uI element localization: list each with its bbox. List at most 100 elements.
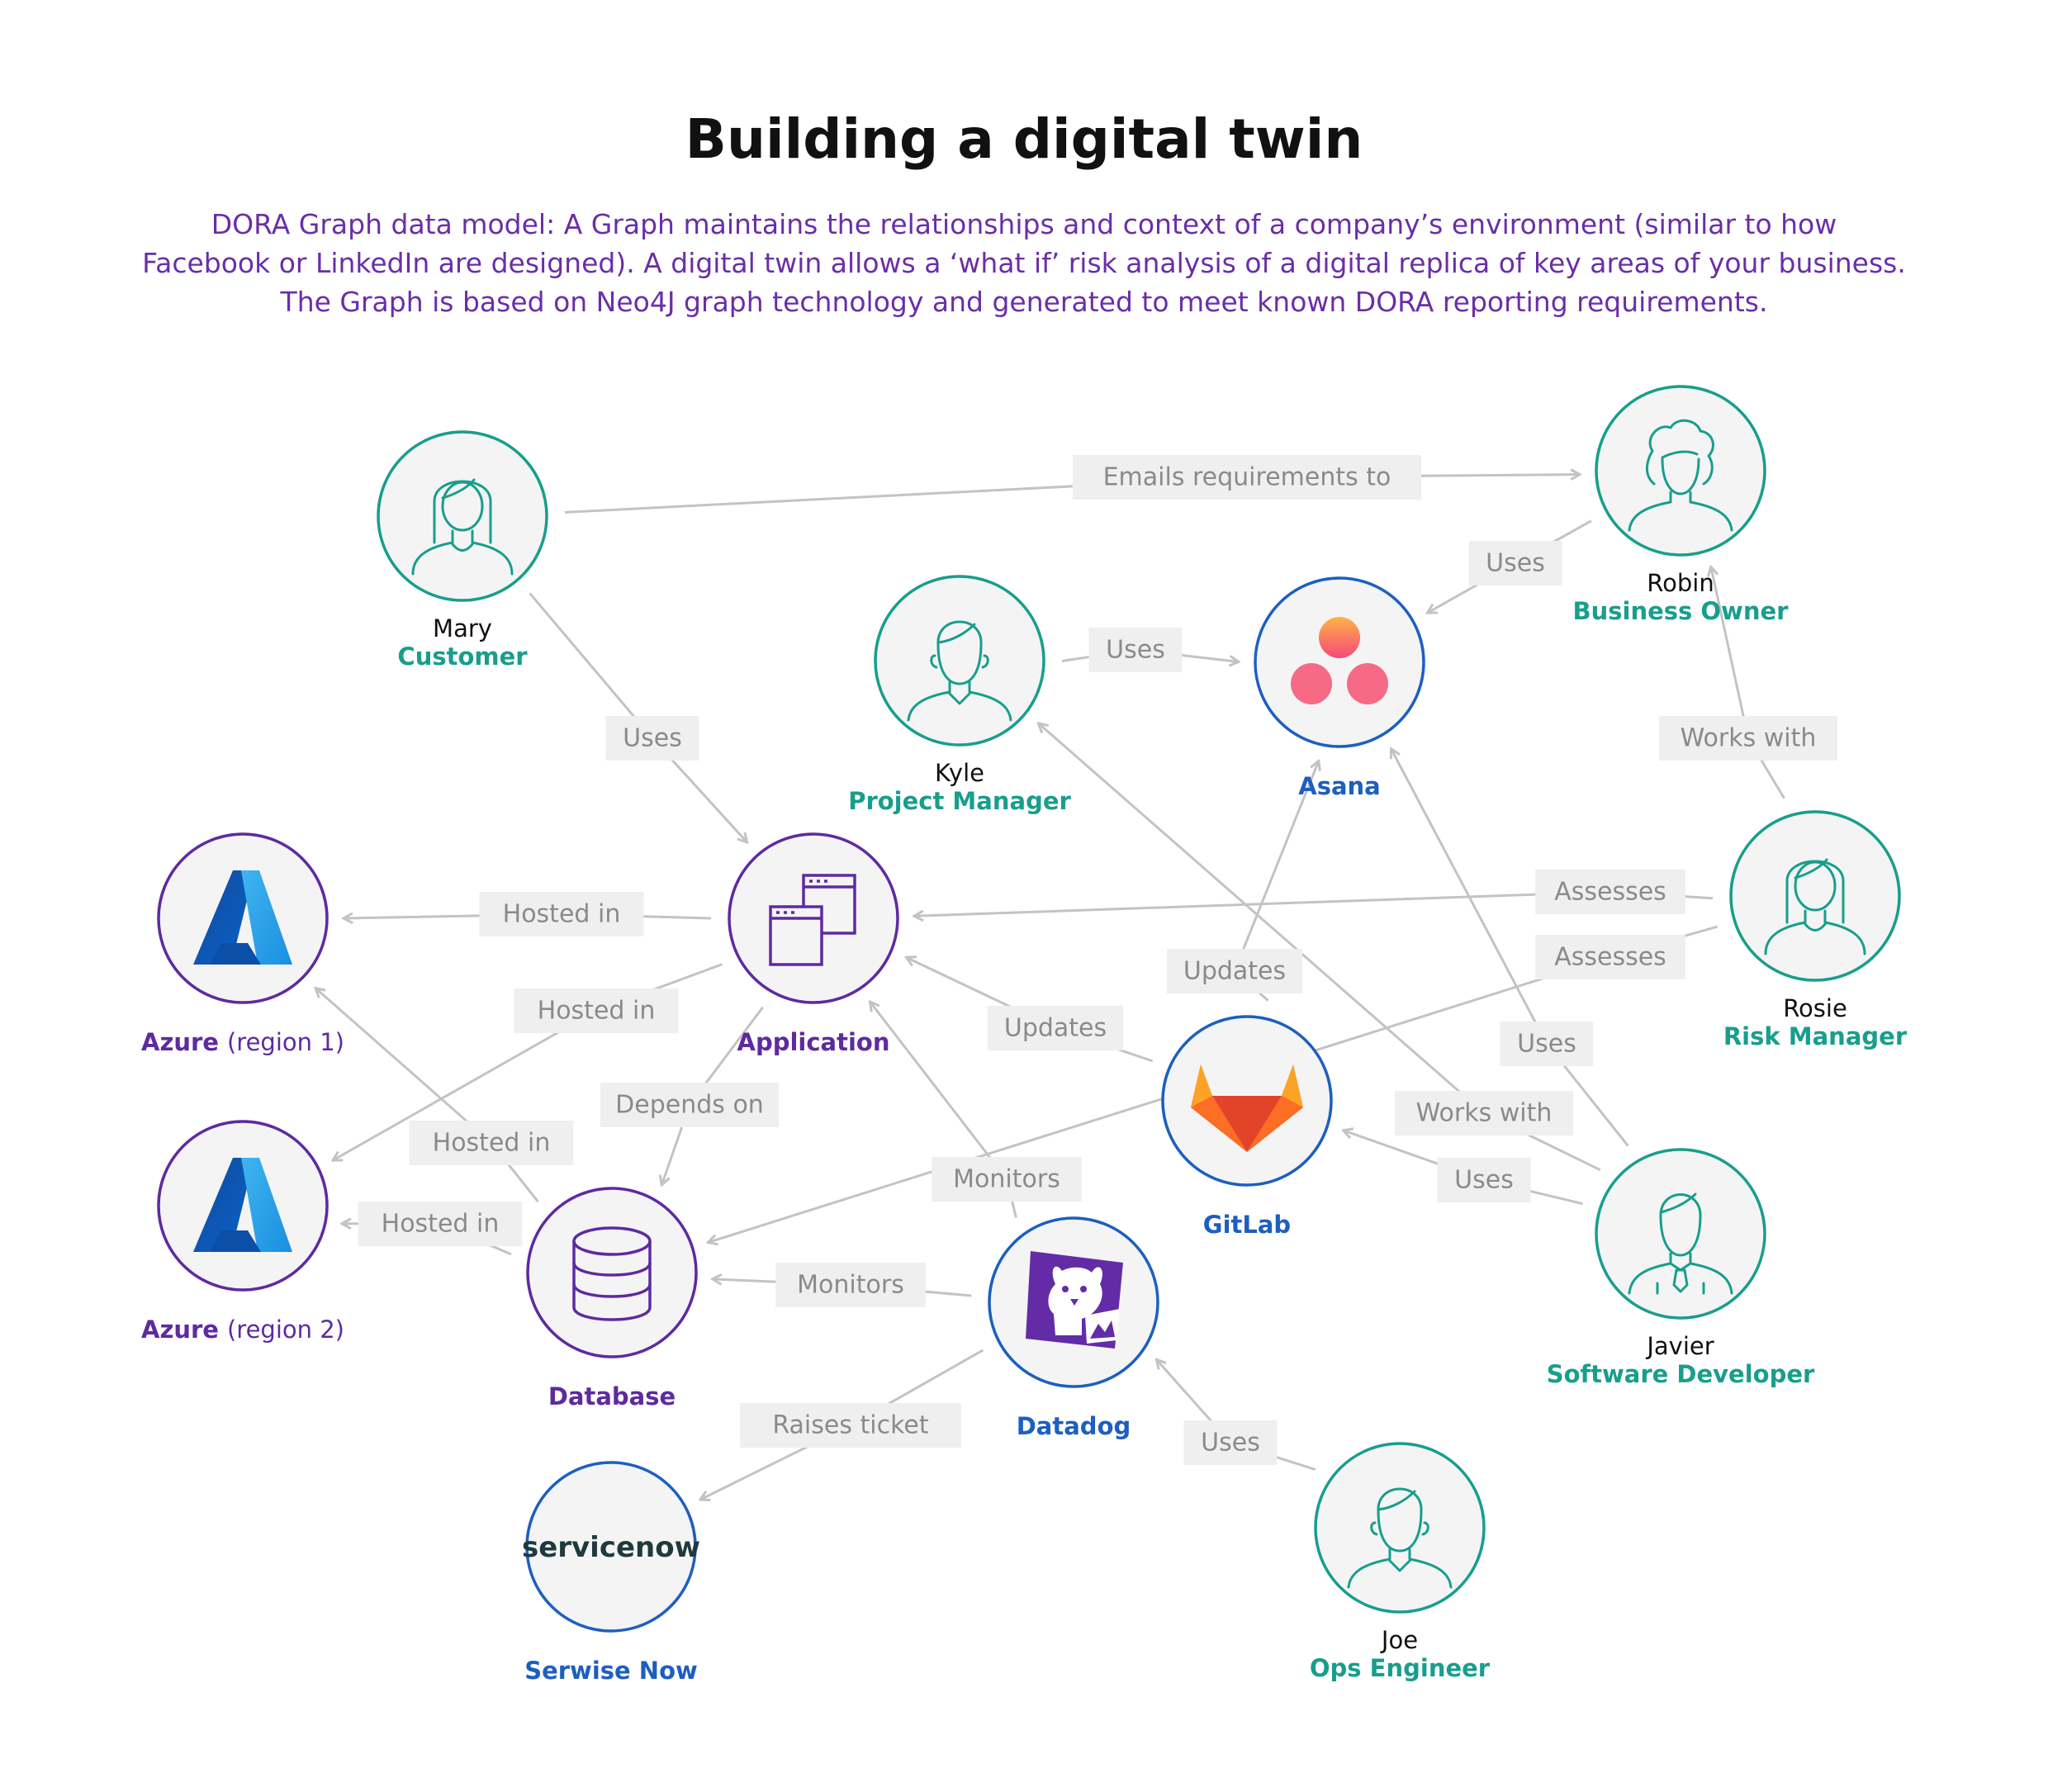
edge-label-text: Uses: [1201, 1429, 1260, 1458]
edge-label-background: [1468, 541, 1562, 585]
node-role-label: Software Developer: [1547, 1360, 1815, 1388]
edge-label-database-to-azure1: Hosted in: [409, 1121, 574, 1165]
node-role: Database: [548, 1382, 676, 1410]
edge-label-text: Works with: [1681, 724, 1817, 753]
edge-label-text: Uses: [623, 724, 682, 753]
node-role: Project Manager: [848, 787, 1071, 815]
node-name: Mary: [433, 614, 492, 642]
edge-label-database-to-azure2: Hosted in: [358, 1202, 523, 1246]
edge-label-application-to-azure1: Hosted in: [479, 892, 644, 936]
node-role: Application: [737, 1028, 890, 1056]
node-asana[interactable]: Asana: [1254, 576, 1425, 800]
edge-label-background: [1535, 935, 1685, 979]
edge-label-javier-to-gitlab: Uses: [1437, 1158, 1531, 1202]
node-circle[interactable]: [157, 1120, 329, 1292]
edge-label-background: [740, 1403, 961, 1448]
edge-label-javier-to-asana: Uses: [1500, 1022, 1594, 1066]
node-role: Azure (region 2): [141, 1316, 344, 1344]
edge-label-background: [1088, 628, 1183, 672]
edge-label-text: Depends on: [615, 1091, 764, 1120]
edge-label-background: [514, 988, 679, 1033]
edge-arrow-database-to-azure1: [315, 988, 539, 1203]
edge-label-text: Uses: [1106, 636, 1165, 665]
edge-label-background: [987, 1006, 1124, 1050]
edge-label-text: Monitors: [953, 1165, 1060, 1194]
node-circle[interactable]: [874, 575, 1045, 747]
node-name: Kyle: [935, 759, 984, 787]
node-database[interactable]: Database: [526, 1187, 698, 1410]
edge-label-robin-to-asana: Uses: [1468, 541, 1562, 585]
edge-label-text: Updates: [1183, 957, 1286, 986]
node-role: Risk Manager: [1723, 1022, 1908, 1050]
edge-label-text: Hosted in: [538, 997, 656, 1026]
node-name: Javier: [1645, 1332, 1714, 1360]
edge-label-text: Uses: [1486, 549, 1545, 578]
node-role-label: Serwise Now: [524, 1657, 698, 1685]
edge-label-text: Raises ticket: [772, 1411, 929, 1440]
servicenow-logo-icon: servicenow: [522, 1531, 700, 1564]
node-role-label: Customer: [397, 642, 528, 671]
edge-label-background: [932, 1157, 1082, 1202]
node-role-label: Application: [737, 1028, 890, 1056]
page-title: Building a digital twin: [685, 107, 1363, 171]
node-circle[interactable]: [525, 1461, 697, 1633]
edge-label-text: Assesses: [1554, 943, 1666, 972]
node-gitlab[interactable]: GitLab: [1161, 1015, 1333, 1239]
node-circle[interactable]: [157, 832, 329, 1004]
edge-arrow-mary-to-robin: [564, 475, 1580, 514]
node-role-label: Azure: [141, 1028, 219, 1056]
edge-label-rosie-to-robin: Works with: [1659, 716, 1837, 761]
node-datadog[interactable]: Datadog: [988, 1216, 1159, 1440]
node-circle[interactable]: [1314, 1442, 1486, 1614]
node-azure1[interactable]: Azure (region 1): [141, 832, 344, 1056]
node-role-label: Ops Engineer: [1310, 1654, 1491, 1682]
edge-label-rosie-to-application: Assesses: [1535, 870, 1685, 914]
node-name: Joe: [1380, 1626, 1418, 1654]
edge-label-text: Monitors: [797, 1271, 904, 1300]
node-role-suffix: (region 2): [227, 1316, 344, 1344]
edge-label-background: [605, 716, 699, 761]
edge-label-background: [1072, 455, 1422, 500]
subtitle-line: The Graph is based on Neo4J graph techno…: [280, 286, 1768, 318]
node-role: Serwise Now: [524, 1657, 698, 1685]
edge-label-text: Works with: [1416, 1099, 1553, 1128]
node-circle[interactable]: [1595, 385, 1766, 557]
edge-label-mary-to-robin: Emails requirements to: [1072, 455, 1422, 500]
node-role: Software Developer: [1547, 1360, 1815, 1388]
node-circle[interactable]: [1729, 810, 1901, 982]
edge-label-background: [1659, 716, 1837, 761]
edge-label-text: Uses: [1517, 1030, 1576, 1059]
node-role-suffix: (region 1): [227, 1028, 344, 1056]
edge-label-datadog-to-application: Monitors: [932, 1157, 1082, 1202]
edge-label-rosie-to-database: Assesses: [1535, 935, 1685, 979]
edge-label-joe-to-datadog: Uses: [1183, 1420, 1278, 1465]
edge-label-javier-to-kyle: Works with: [1395, 1091, 1573, 1135]
edge-label-mary-to-application: Uses: [605, 716, 699, 761]
node-application[interactable]: Application: [728, 832, 899, 1056]
node-role: Azure (region 1): [141, 1028, 344, 1056]
node-azure2[interactable]: Azure (region 2): [141, 1120, 344, 1344]
edge-label-background: [1500, 1022, 1594, 1066]
node-circle[interactable]: [377, 430, 548, 602]
node-circle[interactable]: [1254, 576, 1425, 748]
edge-label-text: Assesses: [1554, 878, 1666, 907]
edge-label-background: [1183, 1420, 1278, 1465]
edge-label-background: [1166, 949, 1303, 993]
node-role-label: Database: [548, 1382, 676, 1410]
edge-label-application-to-database: Depends on: [600, 1083, 779, 1127]
subtitle-line: DORA Graph data model: A Graph maintains…: [211, 208, 1837, 240]
edge-label-background: [1535, 870, 1685, 914]
node-role-label: Business Owner: [1573, 597, 1790, 625]
node-circle[interactable]: [526, 1187, 698, 1358]
node-role-label: Azure: [141, 1316, 219, 1344]
node-name: Robin: [1647, 569, 1714, 597]
edge-label-background: [409, 1121, 574, 1165]
